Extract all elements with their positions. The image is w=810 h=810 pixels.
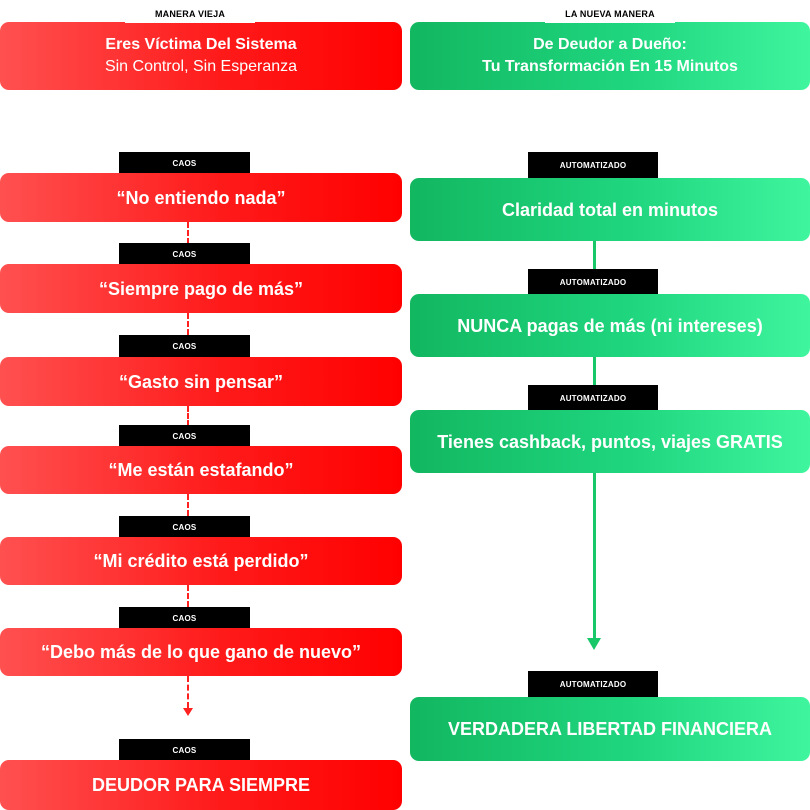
old-step-1-tag: CAOS	[119, 152, 250, 174]
old-step-4-label: “Me están estafando”	[108, 460, 294, 480]
new-step-1-label: Claridad total en minutos	[501, 199, 719, 220]
old-step-6: “Debo más de lo que gano de nuevo”	[0, 628, 402, 676]
new-step-2: NUNCA pagas de más (ni intereses)	[410, 294, 810, 357]
new-way-header-tag: LA NUEVA MANERA	[545, 4, 675, 23]
old-way-header-tag: MANERA VIEJA	[125, 4, 255, 23]
old-connector-2	[187, 313, 189, 335]
old-step-5-tag: CAOS	[119, 516, 250, 538]
old-step-6-tag: CAOS	[119, 607, 250, 629]
new-connector-1	[593, 241, 596, 269]
new-step-1-tag: AUTOMATIZADO	[528, 152, 658, 179]
old-way-subtitle: Sin Control, Sin Esperanza	[104, 58, 298, 75]
old-step-2-label: “Siempre pago de más”	[98, 278, 304, 299]
old-connector-4	[187, 494, 189, 516]
old-step-2: “Siempre pago de más”	[0, 264, 402, 313]
new-way-header: De Deudor a Dueño: Tu Transformación En …	[410, 22, 810, 90]
old-connector-5	[187, 585, 189, 607]
old-connector-3	[187, 406, 189, 426]
new-way-title-line1: De Deudor a Dueño:	[533, 36, 687, 53]
new-final-label: VERDADERA LIBERTAD FINANCIERA	[448, 719, 772, 739]
old-final-label: DEUDOR PARA SIEMPRE	[91, 775, 311, 795]
old-step-3: “Gasto sin pensar”	[0, 357, 402, 406]
new-way-title-line2: Tu Transformación En 15 Minutos	[482, 58, 738, 75]
new-step-1: Claridad total en minutos	[410, 178, 810, 241]
new-step-3-label: Tienes cashback, puntos, viajes GRATIS	[437, 431, 783, 452]
new-connector-3	[593, 473, 596, 638]
old-step-6-label: “Debo más de lo que gano de nuevo”	[40, 642, 362, 662]
old-step-5: “Mi crédito está perdido”	[0, 537, 402, 585]
new-step-3-tag: AUTOMATIZADO	[528, 385, 658, 411]
old-step-1-label: “No entiendo nada”	[116, 187, 286, 208]
old-step-4: “Me están estafando”	[0, 446, 402, 494]
old-step-3-label: “Gasto sin pensar”	[118, 371, 284, 392]
new-step-4-tag: AUTOMATIZADO	[528, 671, 658, 698]
new-arrowhead-icon	[587, 638, 601, 650]
old-step-5-label: “Mi crédito está perdido”	[93, 551, 309, 571]
new-step-2-label: NUNCA pagas de más (ni intereses)	[457, 315, 763, 336]
new-connector-2	[593, 357, 596, 385]
old-arrowhead-icon	[183, 708, 193, 716]
old-way-header: Eres Víctima Del Sistema Sin Control, Si…	[0, 22, 402, 90]
old-step-1: “No entiendo nada”	[0, 173, 402, 222]
new-step-2-tag: AUTOMATIZADO	[528, 269, 658, 295]
old-step-3-tag: CAOS	[119, 335, 250, 357]
old-way-title: Eres Víctima Del Sistema	[105, 36, 297, 53]
old-step-4-tag: CAOS	[119, 425, 250, 447]
old-connector-6	[187, 676, 189, 708]
old-step-7-tag: CAOS	[119, 739, 250, 761]
new-step-3: Tienes cashback, puntos, viajes GRATIS	[410, 410, 810, 473]
old-connector-1	[187, 222, 189, 244]
new-final-outcome: VERDADERA LIBERTAD FINANCIERA	[410, 697, 810, 761]
old-final-outcome: DEUDOR PARA SIEMPRE	[0, 760, 402, 810]
old-step-2-tag: CAOS	[119, 243, 250, 265]
